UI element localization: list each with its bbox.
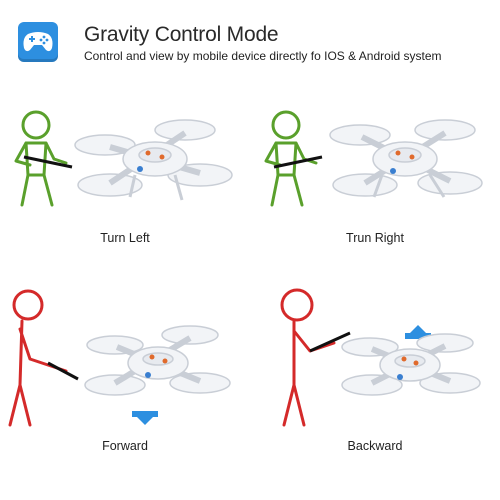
arrow-up-icon [405, 325, 431, 339]
panel-turn-left: Turn Left [0, 85, 250, 295]
turn-left-illustration [14, 110, 233, 207]
drone-icon [84, 325, 231, 396]
backward-illustration [280, 288, 481, 427]
header: Gravity Control Mode Control and view by… [0, 0, 500, 70]
panel-turn-right: Trun Right [250, 85, 500, 295]
forward-illustration [8, 289, 231, 427]
turn-right-illustration [264, 110, 483, 207]
phone-icon [273, 155, 323, 169]
stick-figure-icon [264, 110, 318, 207]
drone-icon [329, 119, 483, 198]
phone-icon [47, 361, 79, 381]
panel-label: Turn Left [100, 231, 150, 245]
stick-figure-icon [14, 110, 68, 207]
stick-figure-icon [280, 288, 336, 427]
drone-icon [74, 119, 233, 201]
phone-icon [23, 155, 73, 169]
drone-icon [341, 333, 481, 396]
gamepad-icon [18, 22, 58, 62]
panel-forward: Forward [0, 285, 250, 495]
panel-label: Forward [102, 439, 148, 453]
page-subtitle: Control and view by mobile device direct… [84, 49, 442, 63]
phone-icon [309, 331, 351, 353]
page-title: Gravity Control Mode [84, 23, 279, 46]
stick-figure-icon [8, 289, 68, 427]
panel-label: Backward [347, 439, 403, 453]
panel-label: Trun Right [346, 231, 404, 245]
panel-backward: Backward [250, 285, 500, 495]
arrow-down-icon [132, 411, 158, 425]
